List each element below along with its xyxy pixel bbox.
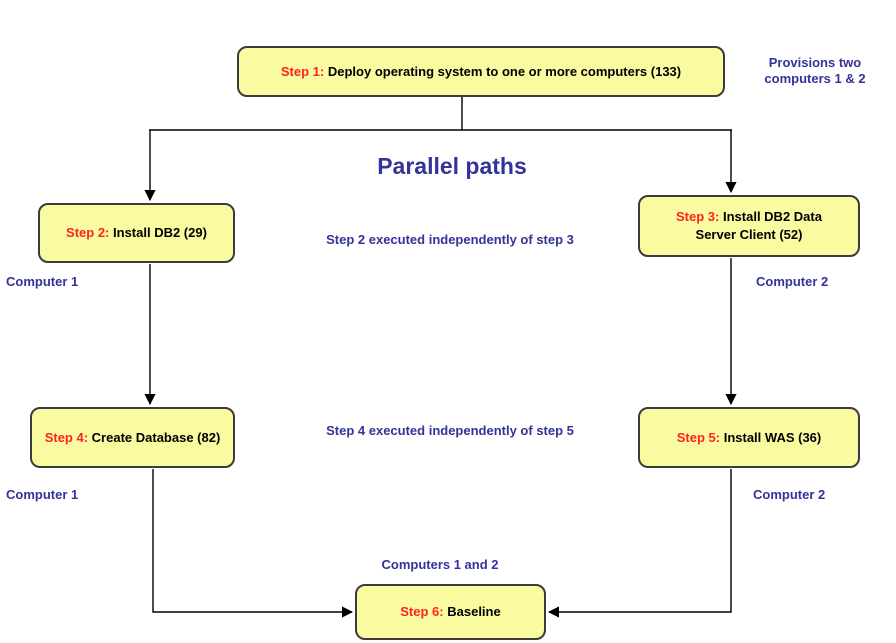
step4-label: Create Database (82) xyxy=(91,429,221,445)
step2-independence-note: Step 2 executed independently of step 3 xyxy=(326,232,574,247)
computer1-top-label: Computer 1 xyxy=(6,274,79,289)
step3-text: Step 3: Install DB2 Data Server Client (… xyxy=(666,208,832,243)
computer1-bottom-label: Computer 1 xyxy=(6,487,79,502)
step2-label: Install DB2 (29) xyxy=(113,225,207,241)
step4-prefix: Step 4: xyxy=(44,429,89,445)
step6-prefix: Step 6: xyxy=(400,604,444,620)
step5-prefix: Step 5: xyxy=(676,429,721,445)
step3-prefix: Step 3: xyxy=(676,209,720,225)
step2-prefix: Step 2: xyxy=(66,225,110,241)
parallel-paths-title: Parallel paths xyxy=(377,153,527,179)
step5-box: Step 5: Install WAS (36) xyxy=(638,407,860,468)
arrow-step5-to-step6 xyxy=(547,469,732,618)
computer2-bottom-label: Computer 2 xyxy=(753,487,826,502)
step1-label: Deploy operating system to one or more c… xyxy=(327,63,682,79)
computers-both-label: Computers 1 and 2 xyxy=(381,557,499,572)
step4-independence-note: Step 4 executed independently of step 5 xyxy=(326,423,574,438)
step5-label: Install WAS (36) xyxy=(723,429,822,445)
provisions-note: Provisions two computers 1 & 2 xyxy=(764,55,866,87)
step3-box: Step 3: Install DB2 Data Server Client (… xyxy=(638,195,860,257)
step3-label: Install DB2 Data Server Client (52) xyxy=(695,209,822,242)
step1-box: Step 1: Deploy operating system to one o… xyxy=(237,46,725,97)
step1-prefix: Step 1: xyxy=(280,63,325,79)
step6-box: Step 6: Baseline xyxy=(355,584,546,640)
step6-label: Baseline xyxy=(447,604,501,620)
step4-box: Step 4: Create Database (82) xyxy=(30,407,235,468)
step2-box: Step 2: Install DB2 (29) xyxy=(38,203,235,263)
step5-text: Step 5: Install WAS (36) xyxy=(677,429,822,447)
step2-text: Step 2: Install DB2 (29) xyxy=(66,224,207,242)
arrow-step4-to-step6 xyxy=(152,469,354,618)
step1-text: Step 1: Deploy operating system to one o… xyxy=(281,63,681,81)
computer2-top-label: Computer 2 xyxy=(756,274,829,289)
step6-text: Step 6: Baseline xyxy=(400,603,500,621)
step4-text: Step 4: Create Database (82) xyxy=(45,429,221,447)
